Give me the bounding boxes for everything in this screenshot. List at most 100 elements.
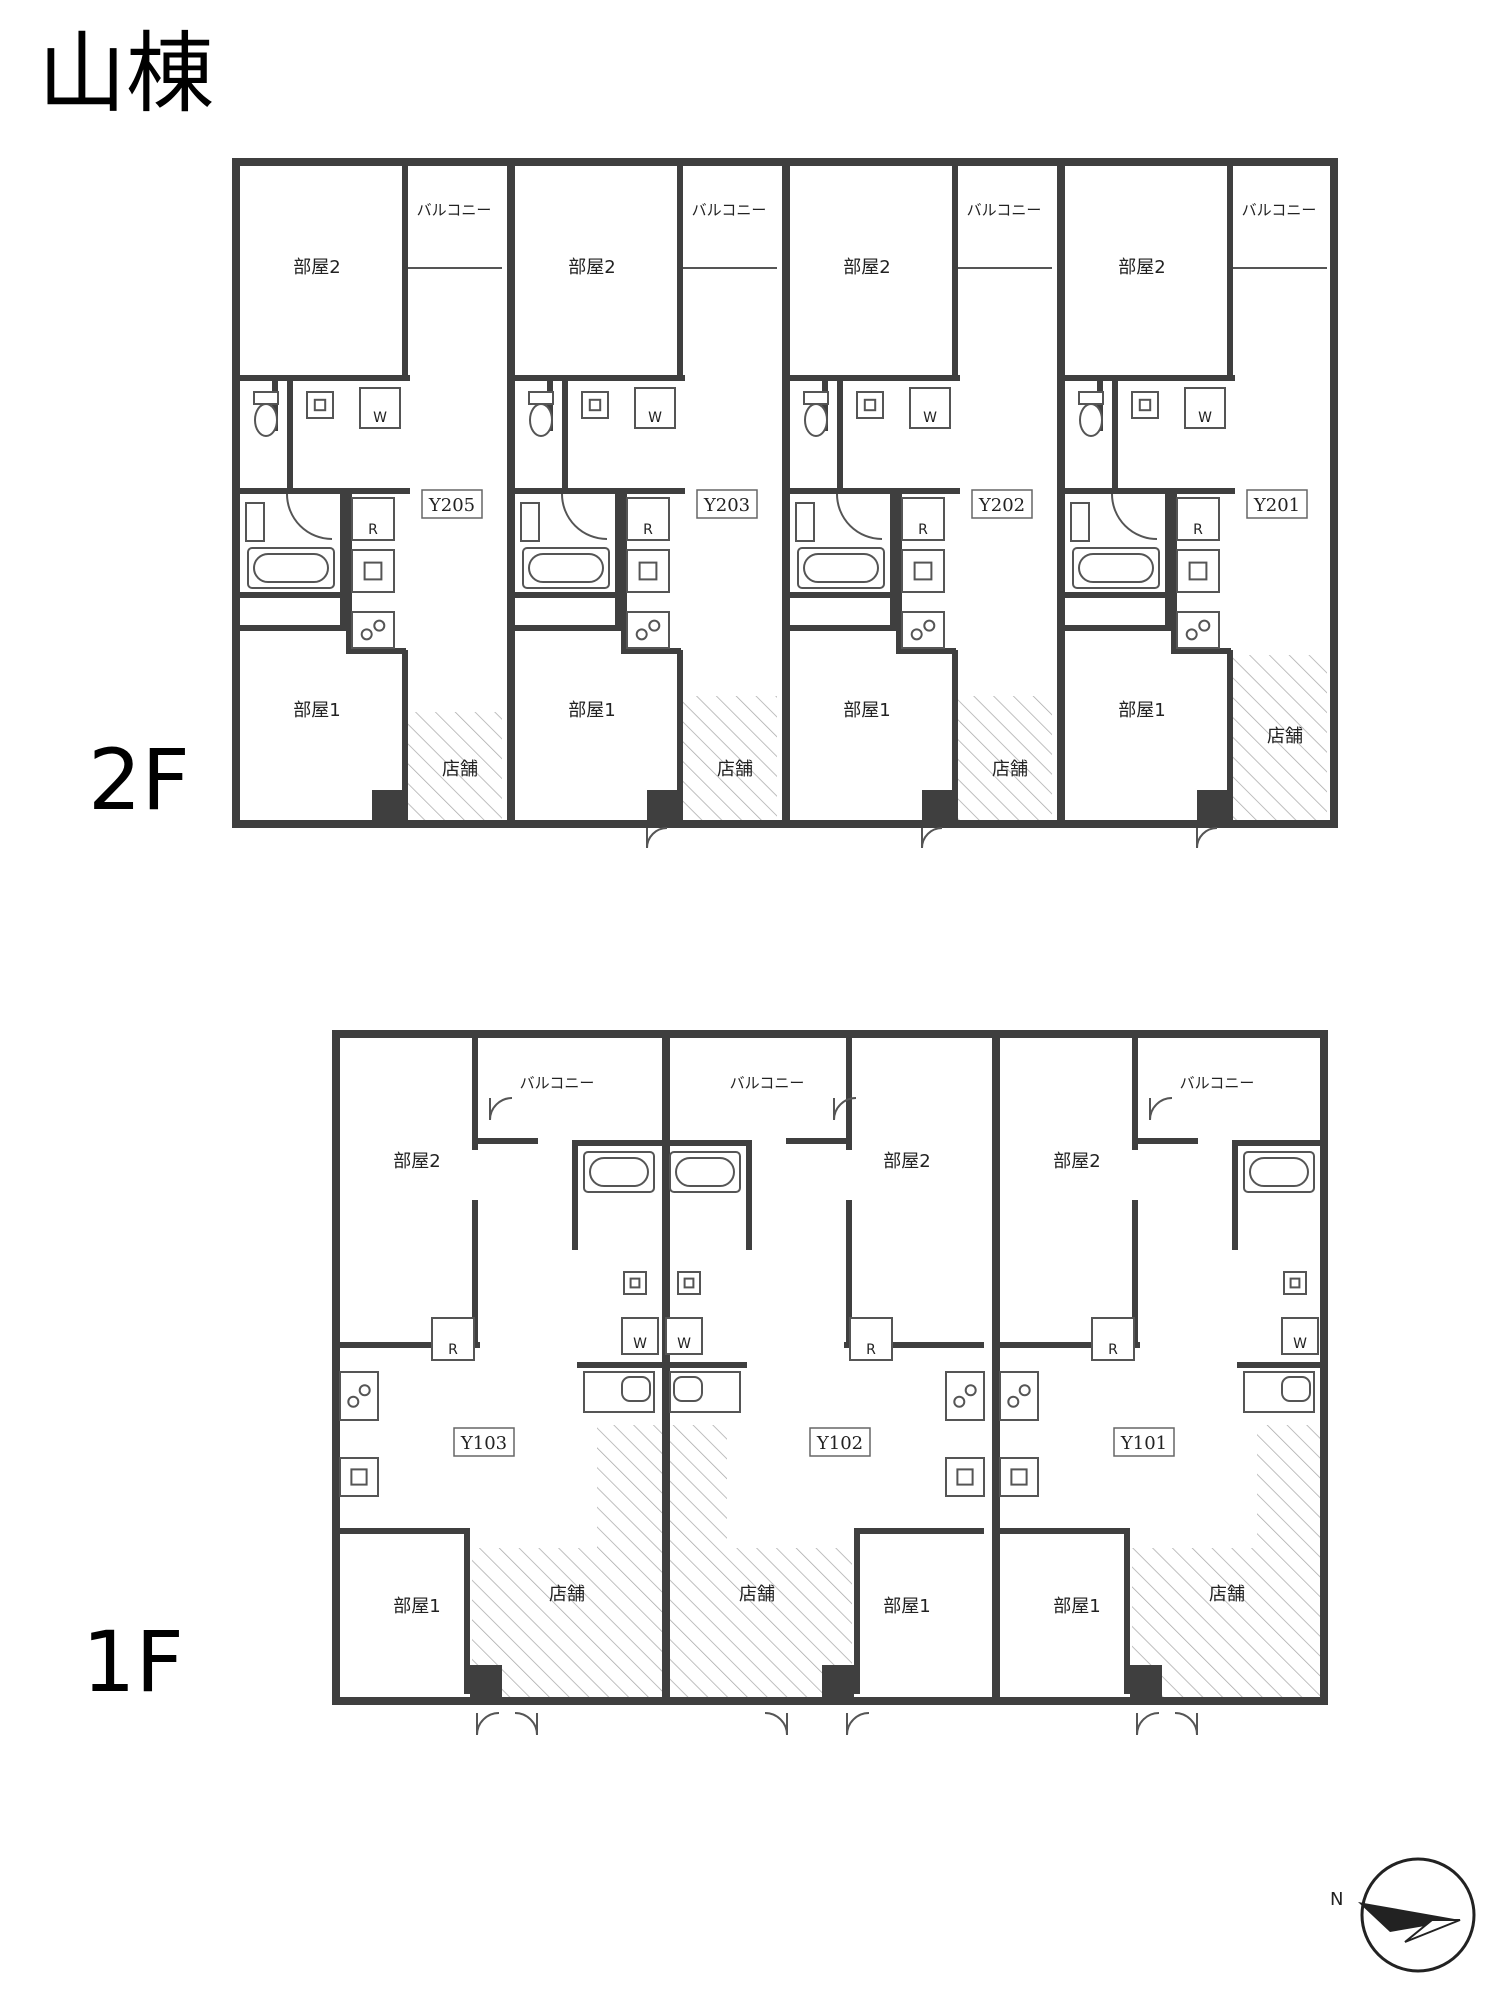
shop-label: 店舗 [1267,726,1303,747]
washer-box [621,1317,659,1355]
room2-label: 部屋2 [1053,1151,1100,1172]
unit-id-label: Y205 [428,495,475,516]
floor-label-2f: 2F [88,731,190,829]
fridge-box-label: R [368,522,378,538]
balcony-label: バルコニー [417,201,492,219]
room1-label: 部屋1 [568,700,615,721]
sink-icon [351,549,395,593]
shop-label: 店舗 [442,759,478,780]
sink-icon [999,1457,1039,1497]
building-title: 山棟 [38,22,215,125]
fridge-box-label: R [1193,522,1203,538]
stove-icon [626,611,670,649]
fridge-box-label: R [1108,1342,1118,1358]
shop-area [1132,1548,1322,1705]
room2-label: 部屋2 [568,257,615,278]
shop-area [1232,655,1327,828]
vanity-icon [795,502,815,542]
compass-icon: N [1330,1857,1476,1973]
balcony-label: バルコニー [692,201,767,219]
fridge-box [1091,1317,1135,1361]
unit-id-box [1246,489,1308,519]
washer-box [634,387,676,429]
toilet-icon [803,391,829,405]
floor-label-1f: 1F [82,1613,184,1711]
door-icon [1111,493,1158,540]
shop-area [407,712,502,828]
unit-id-box [696,489,758,519]
fridge-box [1176,497,1220,541]
unit-id-label: Y103 [460,1433,507,1454]
shop-label: 店舗 [717,759,753,780]
fridge-box [626,497,670,541]
washer-box-label: W [633,1336,647,1352]
unit-id-box [421,489,483,519]
vanity-icon [245,502,265,542]
shop-area [957,696,1052,828]
room1-label: 部屋1 [1118,700,1165,721]
fridge-box-label: R [448,1342,458,1358]
fridge-box-label: R [918,522,928,538]
balcony-label: バルコニー [520,1074,595,1092]
balcony-label: バルコニー [730,1074,805,1092]
unit-id-label: Y203 [703,495,750,516]
washer-box [359,387,401,429]
stove-icon [339,1371,379,1421]
room2-label: 部屋2 [883,1151,930,1172]
vanity-icon [1070,502,1090,542]
washer-box-label: W [373,410,387,426]
room2-label: 部屋2 [293,257,340,278]
room1-label: 部屋1 [1053,1596,1100,1617]
fridge-box [901,497,945,541]
toilet-icon [253,391,279,405]
shop-label: 店舗 [992,759,1028,780]
room2-label: 部屋2 [393,1151,440,1172]
toilet-icon [528,391,554,405]
washer-box-label: W [923,410,937,426]
room2-label: 部屋2 [1118,257,1165,278]
toilet-icon [673,1376,703,1402]
toilet-icon [1078,391,1104,405]
unit-id-label: Y202 [978,495,1025,516]
balcony-label: バルコニー [1242,201,1317,219]
stove-icon [999,1371,1039,1421]
unit-id-box [809,1427,871,1457]
shop-area [472,1548,662,1705]
stove-icon [901,611,945,649]
unit-id-box [971,489,1033,519]
washer-box [1184,387,1226,429]
door-icon [286,493,333,540]
door-icon [561,493,608,540]
room1-label: 部屋1 [293,700,340,721]
stove-icon [351,611,395,649]
balcony-label: バルコニー [1180,1074,1255,1092]
washer-box [665,1317,703,1355]
stove-icon [945,1371,985,1421]
compass-north-label: N [1330,1889,1343,1910]
toilet-icon [621,1376,651,1402]
washer-box [909,387,951,429]
unit-id-label: Y201 [1253,495,1300,516]
sink-icon [1131,391,1159,419]
washer-box-label: W [1293,1336,1307,1352]
washer-box-label: W [648,410,662,426]
washer-box-label: W [1198,410,1212,426]
fridge-box [849,1317,893,1361]
door-icon [836,493,883,540]
fridge-box [431,1317,475,1361]
room2-label: 部屋2 [843,257,890,278]
room1-label: 部屋1 [393,1596,440,1617]
fridge-box-label: R [866,1342,876,1358]
shop-area [662,1548,852,1705]
stove-icon [1176,611,1220,649]
fridge-box-label: R [643,522,653,538]
room1-label: 部屋1 [883,1596,930,1617]
shop-label: 店舗 [1209,1584,1245,1605]
